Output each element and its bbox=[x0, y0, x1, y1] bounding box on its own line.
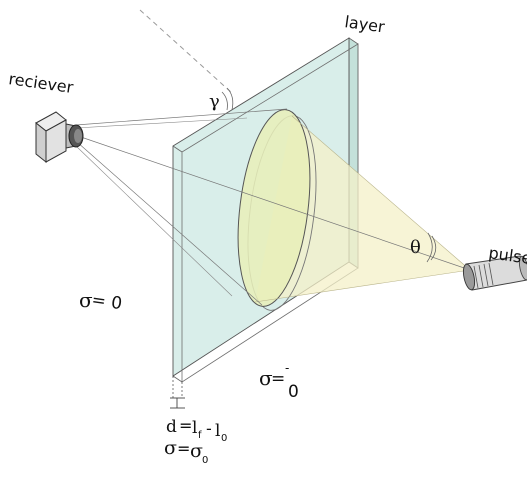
layer-label: layer bbox=[343, 12, 386, 36]
thickness-equals: = bbox=[179, 416, 192, 435]
sigma-layer-symbol-2: σ bbox=[190, 440, 203, 462]
receiver-ray-center bbox=[77, 135, 471, 271]
camera-receiver-icon bbox=[35, 111, 84, 164]
beam-edge-top bbox=[291, 115, 471, 271]
receiver-ray-2 bbox=[75, 117, 248, 129]
thickness-equation: d = l f - l 0 bbox=[166, 416, 227, 444]
gamma-label: γ bbox=[209, 91, 220, 112]
layer-edge-bottom-left bbox=[172, 375, 183, 383]
thickness-minus: - bbox=[206, 419, 212, 438]
sigma-right-sup: - bbox=[285, 361, 289, 375]
sigma-layer-sub: 0 bbox=[202, 455, 208, 466]
theta-label: θ bbox=[410, 237, 421, 258]
normal-dashed-line bbox=[139, 9, 233, 94]
sigma-left-rest: = 0 bbox=[90, 290, 123, 314]
gamma-angle-arc-inner bbox=[221, 91, 228, 111]
sigma-outside-left: σ = 0 bbox=[79, 288, 123, 314]
sigma-right-eq: = bbox=[271, 369, 285, 389]
thickness-sub-f: f bbox=[198, 430, 202, 441]
gamma-angle-arc bbox=[226, 87, 234, 111]
layer-edge-top-left bbox=[172, 145, 183, 153]
thickness-d: d bbox=[166, 417, 177, 437]
pulse-emitter-icon bbox=[462, 255, 527, 291]
sigma-right-symbol: σ bbox=[259, 366, 273, 390]
theta-angle-arc-inner bbox=[430, 235, 437, 261]
receiver-ray-4 bbox=[75, 145, 233, 297]
sigma-left-symbol: σ bbox=[79, 288, 93, 312]
sigma-layer-symbol: σ bbox=[164, 437, 177, 459]
theta-angle-arc bbox=[426, 232, 433, 263]
thickness-l2: l bbox=[215, 421, 220, 441]
sigma-right-value: 0 bbox=[288, 382, 299, 402]
beam-edge-bottom bbox=[254, 269, 471, 303]
sigma-layer-equation: σ = σ 0 bbox=[164, 437, 208, 466]
receiver-ray-1 bbox=[75, 108, 288, 126]
sigma-layer-equals: = bbox=[177, 439, 190, 458]
thickness-l1: l bbox=[192, 418, 197, 438]
illuminated-spot bbox=[237, 109, 311, 307]
receiver-ray-3 bbox=[76, 141, 263, 306]
reciever-label: reciever bbox=[7, 69, 74, 97]
thickness-sub-0: 0 bbox=[221, 433, 227, 444]
sigma-outside-right: σ = - 0 bbox=[259, 361, 299, 402]
thickness-indicator bbox=[170, 376, 185, 409]
